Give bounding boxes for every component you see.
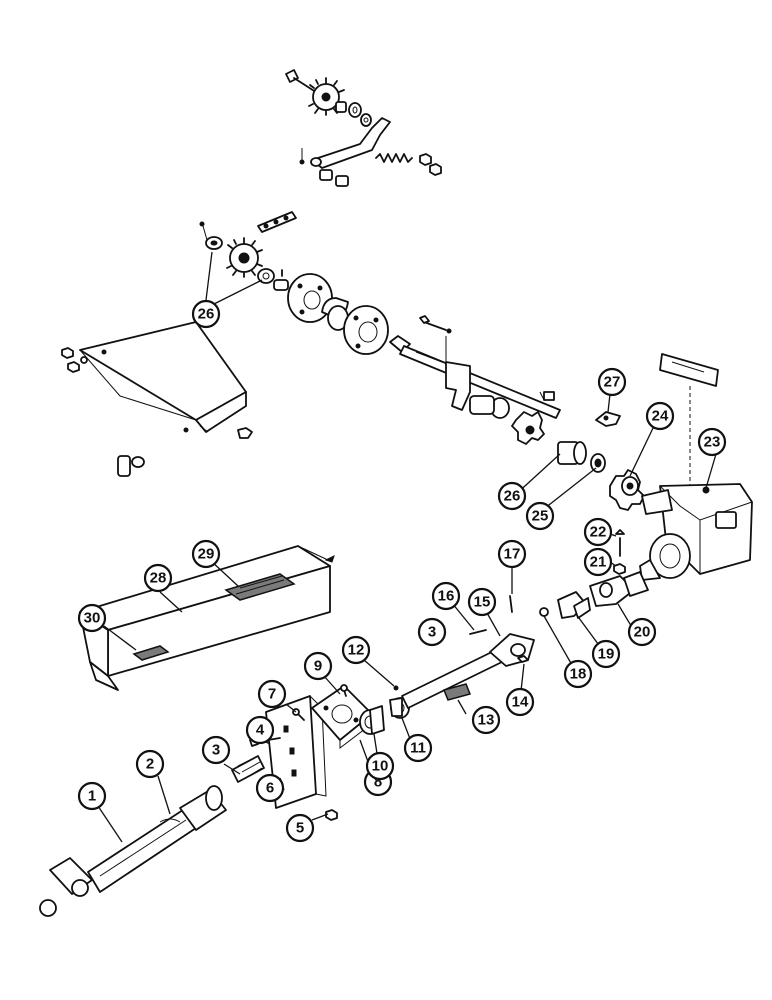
callout-19: 19	[591, 639, 621, 669]
callout-2: 2	[135, 749, 165, 779]
drive-sprocket	[199, 221, 289, 291]
callout-label: 22	[590, 524, 607, 541]
yoke-15	[469, 595, 535, 667]
sprocket-24	[609, 469, 645, 511]
callout-30: 30	[77, 603, 107, 633]
decal-29	[224, 573, 296, 601]
callout-label: 14	[512, 694, 529, 711]
callout-14: 14	[505, 687, 535, 717]
callout-24: 24	[645, 401, 675, 431]
callout-label: 21	[590, 554, 607, 571]
callout-label: 12	[348, 642, 365, 659]
gearbox-top-plate	[659, 353, 719, 500]
callout-27: 27	[597, 367, 627, 397]
callout-25: 25	[525, 501, 555, 531]
callout-label: 29	[198, 546, 215, 563]
callout-label: 7	[268, 686, 276, 703]
callout-label: 6	[266, 780, 274, 797]
callout-label: 11	[410, 740, 426, 757]
bearing-flanges	[287, 273, 389, 355]
pto-driveshaft	[39, 785, 227, 917]
callout-label: 26	[504, 488, 521, 505]
callout-label: 17	[504, 546, 521, 563]
callout-label: 5	[296, 820, 304, 837]
callout-label: 19	[598, 646, 615, 663]
callout-label: 3	[212, 742, 220, 759]
chain-link	[257, 211, 297, 233]
callout-6: 6	[255, 773, 285, 803]
gearbox-hardware	[613, 529, 626, 575]
callout-label: 30	[84, 610, 101, 627]
callout-17: 17	[497, 539, 527, 569]
callout-label: 28	[150, 570, 167, 587]
u-joint	[539, 571, 649, 619]
gearbox-23	[639, 483, 753, 581]
callout-23: 23	[697, 427, 727, 457]
callout-label: 18	[570, 666, 587, 683]
callout-11: 11	[403, 733, 433, 763]
bearings-10-11	[359, 697, 410, 735]
callout-label: 1	[88, 788, 96, 805]
callout-16: 16	[431, 581, 461, 611]
callout-label: 25	[532, 508, 549, 525]
idler-assembly	[285, 69, 442, 187]
callout-label: 13	[478, 712, 495, 729]
callout-3: 3	[201, 735, 231, 765]
key-27	[595, 411, 621, 427]
callout-18: 18	[563, 659, 593, 689]
decal-30	[132, 645, 170, 661]
callout-9: 9	[303, 651, 333, 681]
callout-3: 3	[417, 617, 447, 647]
callout-label: 23	[704, 434, 721, 451]
callout-15: 15	[467, 587, 497, 617]
callout-label: 10	[372, 758, 389, 775]
callout-label: 8	[374, 774, 382, 791]
callout-label: 3	[428, 624, 436, 641]
callout-22: 22	[583, 517, 613, 547]
callout-13: 13	[471, 705, 501, 735]
callout-label: 2	[146, 756, 154, 773]
callout-20: 20	[627, 617, 657, 647]
callout-label: 16	[438, 588, 455, 605]
bushing-group	[557, 441, 606, 473]
callout-label: 20	[634, 624, 651, 641]
callout-label: 27	[604, 374, 621, 391]
callout-10: 10	[365, 751, 395, 781]
callout-5: 5	[285, 813, 315, 843]
upper-cover-panel	[61, 321, 253, 477]
callout-28: 28	[143, 563, 173, 593]
stub-shaft-3	[231, 755, 265, 783]
callout-7: 7	[257, 679, 287, 709]
callout-1: 1	[77, 781, 107, 811]
callout-26: 26	[191, 299, 221, 329]
callout-label: 9	[314, 658, 322, 675]
decal-13	[442, 683, 472, 701]
callout-label: 26	[198, 306, 215, 323]
callout-label: 24	[652, 408, 669, 425]
cross-shaft	[389, 315, 561, 445]
callout-label: 4	[256, 722, 265, 739]
callout-21: 21	[583, 547, 613, 577]
callout-29: 29	[191, 539, 221, 569]
callout-label: 15	[474, 594, 491, 611]
small-hardware	[292, 684, 399, 721]
callout-12: 12	[341, 635, 371, 665]
callout-26: 26	[497, 481, 527, 511]
callout-4: 4	[245, 715, 275, 745]
